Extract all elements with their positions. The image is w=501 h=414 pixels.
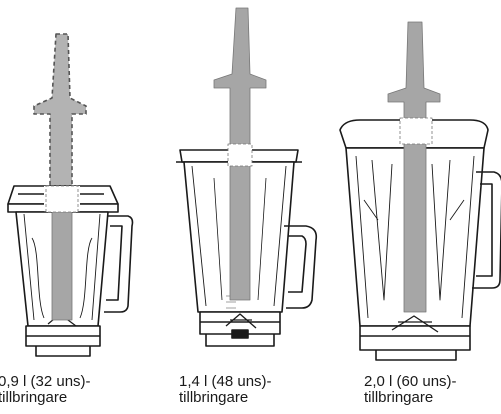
tamper-grey (387, 21, 441, 313)
tall-jar-with-tamper-icon (176, 7, 318, 347)
caption-wide-jar: 2,0 l (60 uns)- tillbringare (364, 374, 457, 406)
capacity-label: 2,0 l (60 uns)- (364, 373, 457, 390)
type-label: tillbringare (179, 389, 249, 406)
type-label: tillbringare (0, 389, 68, 406)
type-label: tillbringare (364, 389, 434, 406)
capacity-label: 0,9 l (32 uns)- (0, 373, 91, 390)
caption-tall-jar: 1,4 l (48 uns)- tillbringare (179, 374, 272, 406)
caption-small-jar: 0,9 l (32 uns)- tillbringare (0, 374, 91, 406)
wide-jar-with-tamper-icon (339, 21, 501, 361)
small-jar-with-tamper-icon (7, 33, 134, 357)
capacity-label: 1,4 l (48 uns)- (179, 373, 272, 390)
